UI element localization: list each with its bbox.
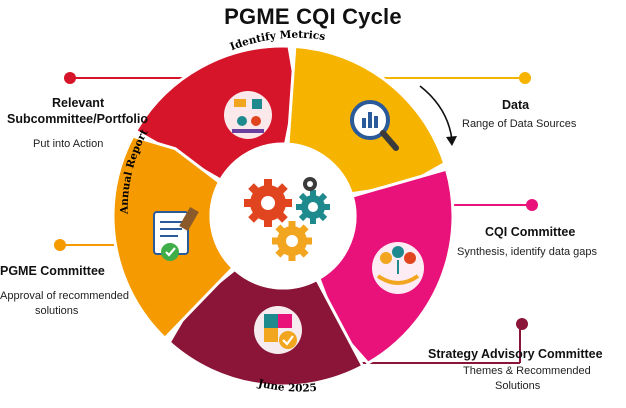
connector-dot-data (519, 72, 531, 84)
strategy-sub-line1: Themes & Recommended (463, 365, 591, 377)
data-heading: Data (502, 98, 530, 112)
cqi-sub: Synthesis, identify data gaps (457, 246, 598, 258)
pgme-sub-line1: Approval of recommended (0, 290, 130, 302)
diagram-title: PGME CQI Cycle (224, 4, 402, 29)
connectors (54, 72, 538, 364)
connector-dot-pgme (54, 239, 66, 251)
pgme-heading: PGME Committee (0, 264, 105, 278)
strategy-sub-line2: Solutions (495, 380, 541, 392)
subcommittee-heading-line1: Relevant (52, 96, 105, 110)
strategy-heading: Strategy Advisory Committee (428, 347, 603, 361)
cycle-direction-arrow (419, 85, 453, 141)
people-hands-icon (372, 242, 424, 294)
metrics-icon (224, 91, 272, 139)
cqi-heading: CQI Committee (485, 225, 576, 239)
pgme-sub-line2: solutions (35, 305, 79, 317)
connector-dot-strategy (516, 318, 528, 330)
magnifier-chart-icon (350, 100, 399, 151)
connector-dot-cqi (526, 199, 538, 211)
subcommittee-heading-line2: Subcommittee/Portfolio (7, 112, 148, 126)
document-check-icon (153, 206, 199, 261)
subcommittee-sub: Put into Action (33, 138, 104, 150)
connector-dot-subcommittee (64, 72, 76, 84)
data-sub: Range of Data Sources (462, 118, 577, 130)
puzzle-head-icon (254, 306, 302, 354)
